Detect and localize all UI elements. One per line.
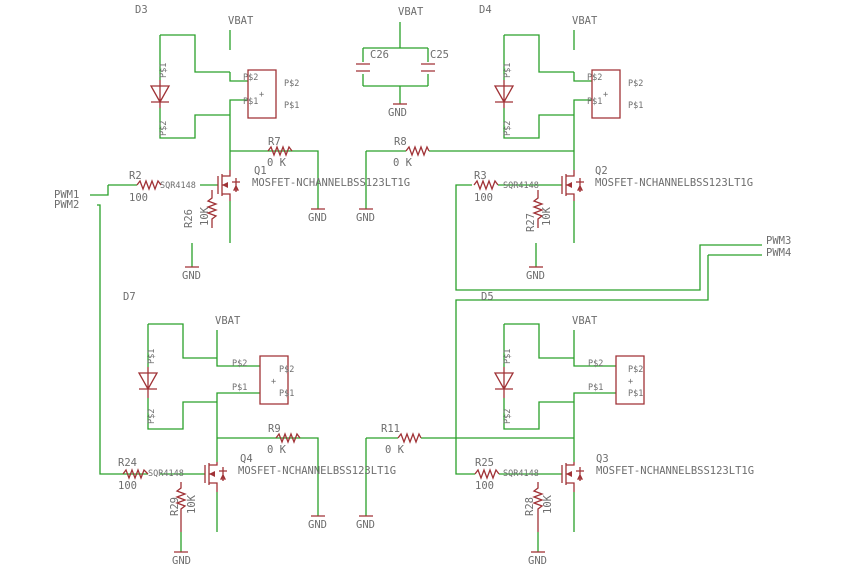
svg-text:10K: 10K — [542, 494, 554, 514]
resistor-r28-label: R28 — [524, 497, 536, 516]
svg-text:P$2: P$2 — [284, 79, 299, 89]
resistor-r29-label: R29 — [169, 497, 181, 516]
diode-d4-label: D4 — [479, 4, 492, 16]
svg-text:P$1: P$1 — [232, 383, 247, 393]
svg-text:+: + — [259, 90, 264, 100]
resistor-r26-label: R26 — [183, 209, 195, 228]
svg-text:P$2: P$2 — [588, 359, 603, 369]
resistor-r25-label: R25 — [475, 457, 494, 469]
svg-text:P$1: P$1 — [159, 63, 169, 78]
svg-text:10K: 10K — [199, 206, 211, 226]
svg-text:P$1: P$1 — [588, 383, 603, 393]
svg-text:MOSFET-NCHANNELBSS123LT1G: MOSFET-NCHANNELBSS123LT1G — [238, 465, 396, 477]
svg-text:P$2: P$2 — [159, 121, 169, 136]
capacitor-c26-label: C26 — [370, 49, 389, 61]
resistor-r24-label: R24 — [118, 457, 137, 469]
channel-q3: D5 VBAT P$2 + P$1 P$2 P$1 P$1 P$2 R11 0 … — [366, 291, 754, 567]
svg-text:P$1: P$1 — [147, 349, 157, 364]
svg-text:10K: 10K — [186, 494, 198, 514]
resistor-r11-label: R11 — [381, 423, 400, 435]
svg-text:GND: GND — [182, 270, 201, 282]
pwm4-label: PWM4 — [766, 247, 791, 259]
gnd-label-center: GND — [388, 107, 407, 119]
svg-text:P$1: P$1 — [503, 63, 513, 78]
diode-d3-label: D3 — [135, 4, 148, 16]
svg-text:100: 100 — [129, 192, 148, 204]
vbat-label-q4: VBAT — [215, 315, 241, 327]
mosfet-q3-label: Q3 — [596, 453, 609, 465]
gnd-label-mid-bottom: GND — [356, 519, 375, 531]
svg-text:100: 100 — [474, 192, 493, 204]
svg-text:MOSFET-NCHANNELBSS123LT1G: MOSFET-NCHANNELBSS123LT1G — [596, 465, 754, 477]
svg-text:P$1: P$1 — [503, 349, 513, 364]
svg-text:MOSFET-NCHANNELBSS123LT1G: MOSFET-NCHANNELBSS123LT1G — [595, 177, 753, 189]
svg-text:GND: GND — [528, 555, 547, 567]
svg-text:P$1: P$1 — [279, 389, 294, 399]
svg-text:100: 100 — [475, 480, 494, 492]
middle-ground-symbols: GND GND — [356, 151, 375, 531]
mosfet-q2-label: Q2 — [595, 165, 608, 177]
svg-text:SQR4148: SQR4148 — [503, 181, 539, 191]
svg-text:P$1: P$1 — [587, 97, 602, 107]
svg-text:GND: GND — [308, 212, 327, 224]
svg-text:P$2: P$2 — [628, 79, 643, 89]
svg-text:100: 100 — [118, 480, 137, 492]
svg-text:SQR4148: SQR4148 — [148, 469, 184, 479]
pwm3-label: PWM3 — [766, 235, 791, 247]
svg-text:P$1: P$1 — [628, 389, 643, 399]
svg-text:P$2: P$2 — [587, 73, 602, 83]
pwm2-label: PWM2 — [54, 199, 79, 211]
svg-text:P$2: P$2 — [232, 359, 247, 369]
svg-text:P$2: P$2 — [628, 365, 643, 375]
channel-q2: D4 VBAT P$2 + P$1 P$2 P$1 P$1 P$2 R8 0 K… — [366, 4, 762, 475]
svg-text:0 K: 0 K — [267, 444, 287, 456]
diode-d7-label: D7 — [123, 291, 136, 303]
mosfet-q4-label: Q4 — [240, 453, 253, 465]
mosfet-q1-label: Q1 — [254, 165, 267, 177]
svg-text:GND: GND — [172, 555, 191, 567]
svg-text:P$2: P$2 — [243, 73, 258, 83]
svg-text:GND: GND — [308, 519, 327, 531]
channel-q4: D7 VBAT P$2 + P$1 P$2 P$1 P$1 P$2 R9 0 K… — [118, 291, 396, 567]
svg-text:10K: 10K — [541, 206, 553, 226]
svg-text:P$2: P$2 — [147, 409, 157, 424]
svg-text:P$1: P$1 — [628, 101, 643, 111]
svg-text:P$1: P$1 — [243, 97, 258, 107]
resistor-r8-label: R8 — [394, 136, 407, 148]
svg-text:GND: GND — [526, 270, 545, 282]
svg-text:P$2: P$2 — [503, 121, 513, 136]
svg-text:SQR4148: SQR4148 — [503, 469, 539, 479]
gnd-label-mid-top: GND — [356, 212, 375, 224]
pwm-inputs-left: PWM1 PWM2 — [54, 185, 109, 211]
channel-q1: D3 VBAT P$2 + P$1 P$2 P$1 P$1 P$2 R7 0 K… — [97, 4, 410, 475]
svg-text:+: + — [271, 377, 276, 387]
svg-text:0 K: 0 K — [267, 157, 287, 169]
resistor-r7-label: R7 — [268, 136, 281, 148]
pwm-inputs-right: PWM3 PWM4 — [766, 235, 791, 259]
vbat-label-q3: VBAT — [572, 315, 598, 327]
svg-text:MOSFET-NCHANNELBSS123LT1G: MOSFET-NCHANNELBSS123LT1G — [252, 177, 410, 189]
svg-text:+: + — [603, 90, 608, 100]
svg-text:0 K: 0 K — [385, 444, 405, 456]
svg-text:0 K: 0 K — [393, 157, 413, 169]
decoupling-capacitors: VBAT C26 C25 GND — [356, 6, 449, 119]
svg-text:SQR4148: SQR4148 — [160, 181, 196, 191]
resistor-r2-label: R2 — [129, 170, 142, 182]
vbat-label-q1: VBAT — [228, 15, 254, 27]
vbat-label-center: VBAT — [398, 6, 424, 18]
vbat-label-q2: VBAT — [572, 15, 598, 27]
pwm1-label: PWM1 — [54, 189, 79, 201]
resistor-r27-label: R27 — [525, 213, 537, 232]
capacitor-c25-label: C25 — [430, 49, 449, 61]
svg-text:+: + — [628, 377, 633, 387]
resistor-r3-label: R3 — [474, 170, 487, 182]
svg-text:P$1: P$1 — [284, 101, 299, 111]
svg-text:P$2: P$2 — [503, 409, 513, 424]
resistor-r9-label: R9 — [268, 423, 281, 435]
diode-d5-label: D5 — [481, 291, 494, 303]
svg-text:P$2: P$2 — [279, 365, 294, 375]
